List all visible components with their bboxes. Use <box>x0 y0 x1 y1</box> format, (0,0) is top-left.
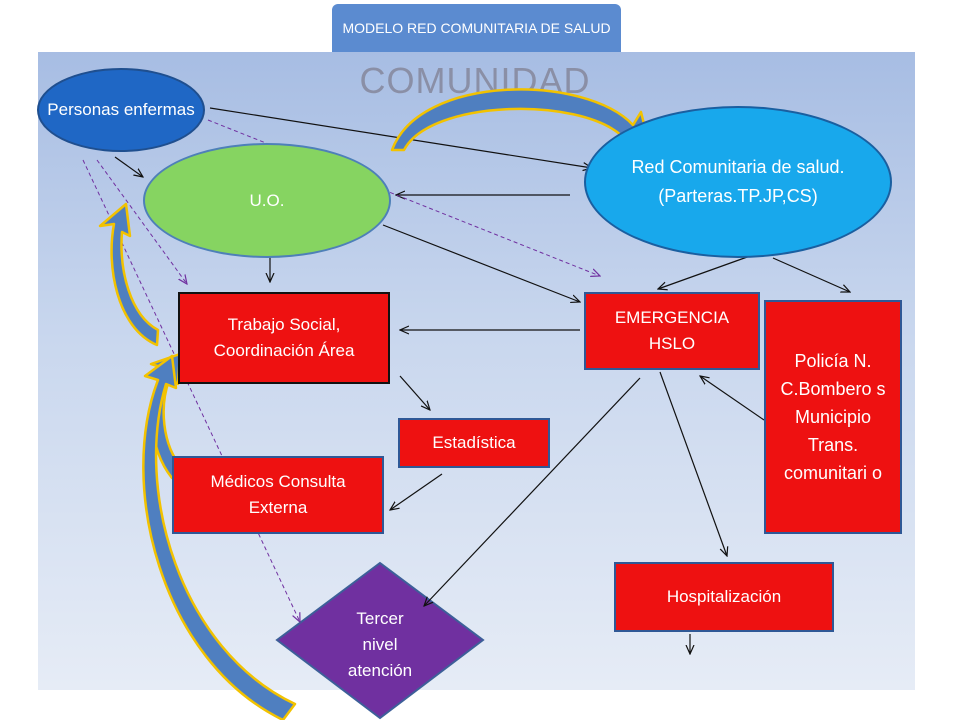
emergencia-node: EMERGENCIA HSLO <box>584 292 760 370</box>
policia-node: Policía N. C.Bombero s Municipio Trans. … <box>764 300 902 534</box>
emergencia-label: EMERGENCIA HSLO <box>614 308 730 353</box>
hospitalizacion-label: Hospitalización <box>666 587 782 606</box>
arrow-policia-to-emergencia <box>700 376 765 421</box>
medicos-consulta-label: Médicos Consulta Externa <box>210 472 346 517</box>
medicos-consulta-node: Médicos Consulta Externa <box>172 456 384 534</box>
red-comunitaria-node: Red Comunitaria de salud. (Parteras.TP.J… <box>584 106 892 258</box>
arrow-estadistica-to-medicos <box>390 473 443 510</box>
tercer-nivel-node: Tercer nivel atención <box>315 600 445 690</box>
curved-arrow-trabajo-to-personas <box>98 202 160 347</box>
arrow-uo-to-emergencia <box>382 224 580 302</box>
header-tab: MODELO RED COMUNITARIA DE SALUD <box>332 4 621 52</box>
policia-label: Policía N. C.Bombero s Municipio Trans. … <box>780 351 886 483</box>
estadistica-node: Estadística <box>398 418 550 468</box>
curved-arrow-tercer-to-trabajo <box>142 354 297 720</box>
arrow-red-to-policia <box>772 257 850 292</box>
header-tab-label: MODELO RED COMUNITARIA DE SALUD <box>342 19 611 36</box>
arrow-trabajo-to-estadistica <box>399 375 430 410</box>
uo-label: U.O. <box>249 190 285 210</box>
arrow-red-to-emergencia <box>658 255 751 289</box>
dashed-personas-to-trabajo <box>96 159 187 284</box>
hospitalizacion-node: Hospitalización <box>614 562 834 632</box>
estadistica-label: Estadística <box>432 433 516 452</box>
arrow-personas-to-uo <box>114 156 143 177</box>
trabajo-social-node: Trabajo Social, Coordinación Área <box>178 292 390 384</box>
arrow-emergencia-to-hosp <box>659 371 727 556</box>
red-comunitaria-label: Red Comunitaria de salud. (Parteras.TP.J… <box>631 157 845 206</box>
tercer-nivel-label: Tercer nivel atención <box>347 609 413 680</box>
uo-node: U.O. <box>143 143 391 258</box>
trabajo-social-label: Trabajo Social, Coordinación Área <box>213 315 355 360</box>
personas-enfermas-label: Personas enfermas <box>47 100 195 119</box>
personas-enfermas-node: Personas enfermas <box>37 68 205 152</box>
arrow-emergencia-to-tercer <box>424 377 641 606</box>
